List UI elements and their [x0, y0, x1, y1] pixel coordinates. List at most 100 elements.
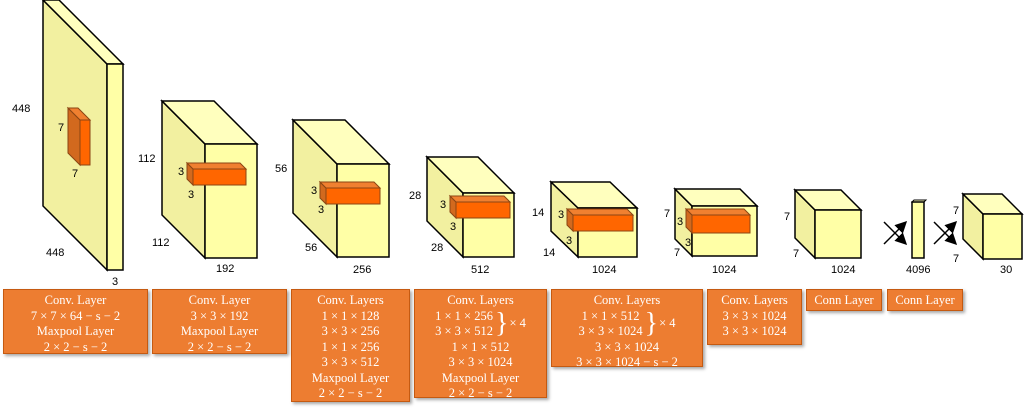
layer-3-description-box: Conv. Layers 1 × 1 × 128 3 × 3 × 256 1 ×… [291, 289, 410, 402]
layer-8-box-title: Conn Layer [895, 293, 955, 307]
layer-5-box-conv-4: 3 × 3 × 1024 − s − 2 [576, 355, 678, 369]
layer-1-depth-label: 3 [112, 276, 118, 288]
layer-3-kernel-top [318, 181, 382, 189]
layer-9-front-face [982, 213, 1023, 260]
layer-7-front-face [814, 209, 862, 259]
layer-6-kernel-w-label: 3 [685, 237, 691, 249]
layer-2-height-label: 112 [138, 153, 156, 165]
layer-5-volume: 14 14 1024 3 3 [532, 180, 639, 276]
layer-1-box-conv: 7 × 7 × 64 − s − 2 [30, 308, 121, 323]
layer-7-volume: 7 7 1024 [784, 188, 863, 276]
layer-4-box-maxpool: Maxpool Layer [441, 370, 520, 385]
layer-2-depth-label: 192 [216, 263, 234, 275]
layer-5-box-conv-2: 3 × 3 × 1024 [578, 324, 643, 338]
layer-1-volume: 448 448 3 7 7 [12, 0, 125, 288]
layer-3-depth-label: 256 [353, 264, 371, 276]
layer-5-box-conv-3: 3 × 3 × 1024 [594, 339, 660, 354]
layer-3-kernel-w-label: 3 [318, 204, 324, 216]
layer-3-box-title: Conv. Layers [317, 293, 384, 307]
layer-5-box-conv-1: 1 × 1 × 512 [581, 308, 640, 323]
layer-2-box-maxpool-spec: 2 × 2 − s − 2 [187, 339, 252, 354]
layer-3-box-conv-2: 3 × 3 × 256 [321, 324, 380, 338]
layer-3-box-maxpool: Maxpool Layer [311, 370, 390, 385]
layer-5-width-label: 14 [543, 247, 555, 259]
layer-8-volume: 4096 [906, 199, 930, 276]
layer-4-depth-label: 512 [471, 264, 489, 276]
layer-6-kernel-h-label: 3 [677, 216, 683, 228]
layer-7-width-label: 7 [793, 248, 799, 260]
layer-6-depth-label: 1024 [712, 264, 736, 276]
layer-7-box-title: Conn Layer [814, 293, 874, 307]
layer-1-box-title: Conv. Layer [44, 293, 107, 307]
layer-4-kernel-w-label: 3 [450, 221, 456, 233]
layer-7-height-label: 7 [784, 211, 790, 223]
layer-3-front-face [336, 163, 390, 258]
layer-1-kernel-front [79, 119, 91, 166]
layer-1-box-maxpool: Maxpool Layer [36, 324, 115, 338]
layer-3-kernel-front [325, 187, 381, 205]
layer-7-description-box: Conn Layer [806, 289, 882, 311]
layer-6-height-label: 7 [664, 208, 670, 220]
layer-3-width-label: 56 [305, 242, 317, 254]
layer-5-kernel-top [565, 208, 635, 216]
layer-5-repeat-brace: } [644, 308, 659, 339]
layer-3-box-conv-1: 1 × 1 × 128 [321, 308, 380, 323]
connection-arrows-2 [933, 220, 958, 246]
layer-4-box-conv-1: 1 × 1 × 256 [435, 308, 493, 323]
layer-6-box-conv-2: 3 × 3 × 1024 [722, 324, 787, 338]
layer-1-front-face [106, 63, 124, 271]
layer-6-width-label: 7 [674, 247, 680, 259]
layer-9-volume: 7 7 30 [953, 192, 1024, 276]
layer-6-kernel-front [691, 214, 751, 234]
layer-6-volume: 7 7 1024 3 3 [664, 187, 759, 276]
layer-9-depth-label: 30 [1000, 264, 1012, 276]
layer-4-kernel-h-label: 3 [440, 199, 446, 211]
layer-4-kernel-top [448, 195, 512, 203]
layer-4-repeat-group: 1 × 1 × 256 3 × 3 × 512 } × 4 [435, 309, 526, 340]
layer-4-repeat-count: × 4 [509, 316, 526, 331]
layer-2-box-maxpool: Maxpool Layer [180, 324, 259, 338]
layer-4-box-title: Conv. Layers [447, 293, 514, 307]
layer-2-volume: 112 112 192 3 3 [138, 99, 259, 275]
layer-5-kernel-front [572, 214, 634, 232]
layer-2-width-label: 112 [152, 237, 170, 249]
layer-2-box-title: Conv. Layer [188, 293, 251, 307]
layer-3-box-conv-4: 3 × 3 × 512 [321, 355, 380, 369]
layer-2-description-box: Conv. Layer 3 × 3 × 192 Maxpool Layer 2 … [152, 289, 287, 354]
layer-5-kernel-h-label: 3 [558, 209, 564, 221]
layer-7-depth-label: 1024 [831, 264, 855, 276]
layer-3-volume: 56 56 256 3 3 [275, 118, 391, 276]
layer-4-repeat-brace: } [494, 308, 509, 339]
layer-6-kernel-top [684, 208, 752, 216]
layer-1-box-maxpool-spec: 2 × 2 − s − 2 [43, 339, 108, 354]
layer-4-width-label: 28 [431, 242, 443, 254]
layer-3-height-label: 56 [275, 163, 287, 175]
layer-1-kernel-w-label: 7 [72, 168, 78, 180]
layer-8-depth-label: 4096 [906, 264, 930, 276]
layer-5-height-label: 14 [532, 207, 544, 219]
layer-6-description-box: Conv. Layers 3 × 3 × 1024 3 × 3 × 1024 [707, 289, 802, 345]
layer-4-kernel-front [455, 201, 511, 219]
layer-5-box-title: Conv. Layers [593, 293, 661, 307]
layer-5-kernel-w-label: 3 [566, 235, 572, 247]
layer-1-kernel-h-label: 7 [58, 122, 64, 134]
layer-4-volume: 28 28 512 3 3 [409, 155, 516, 276]
layer-2-kernel-w-label: 3 [188, 189, 194, 201]
layer-8-description-box: Conn Layer [887, 289, 963, 311]
layer-5-repeat-count: × 4 [659, 316, 676, 331]
layer-4-box-conv-4: 3 × 3 × 1024 [448, 355, 513, 369]
layer-5-description-box: Conv. Layers 1 × 1 × 512 3 × 3 × 1024 } … [551, 289, 703, 369]
layer-2-front-face [204, 143, 258, 259]
layer-6-box-conv-1: 3 × 3 × 1024 [722, 308, 787, 323]
layer-5-depth-label: 1024 [592, 264, 616, 276]
layer-2-kernel-h-label: 3 [178, 166, 184, 178]
layer-4-box-conv-3: 1 × 1 × 512 [451, 339, 510, 354]
layer-1-width-label: 448 [46, 247, 64, 259]
layer-2-kernel-top [185, 162, 248, 170]
layer-6-box-title: Conv. Layers [721, 293, 788, 307]
layer-4-box-maxpool-spec: 2 × 2 − s − 2 [448, 386, 513, 400]
layer-4-box-conv-2: 3 × 3 × 512 [435, 324, 493, 338]
layer-8-front-face [911, 201, 925, 259]
layer-1-description-box: Conv. Layer 7 × 7 × 64 − s − 2 Maxpool L… [3, 289, 148, 354]
